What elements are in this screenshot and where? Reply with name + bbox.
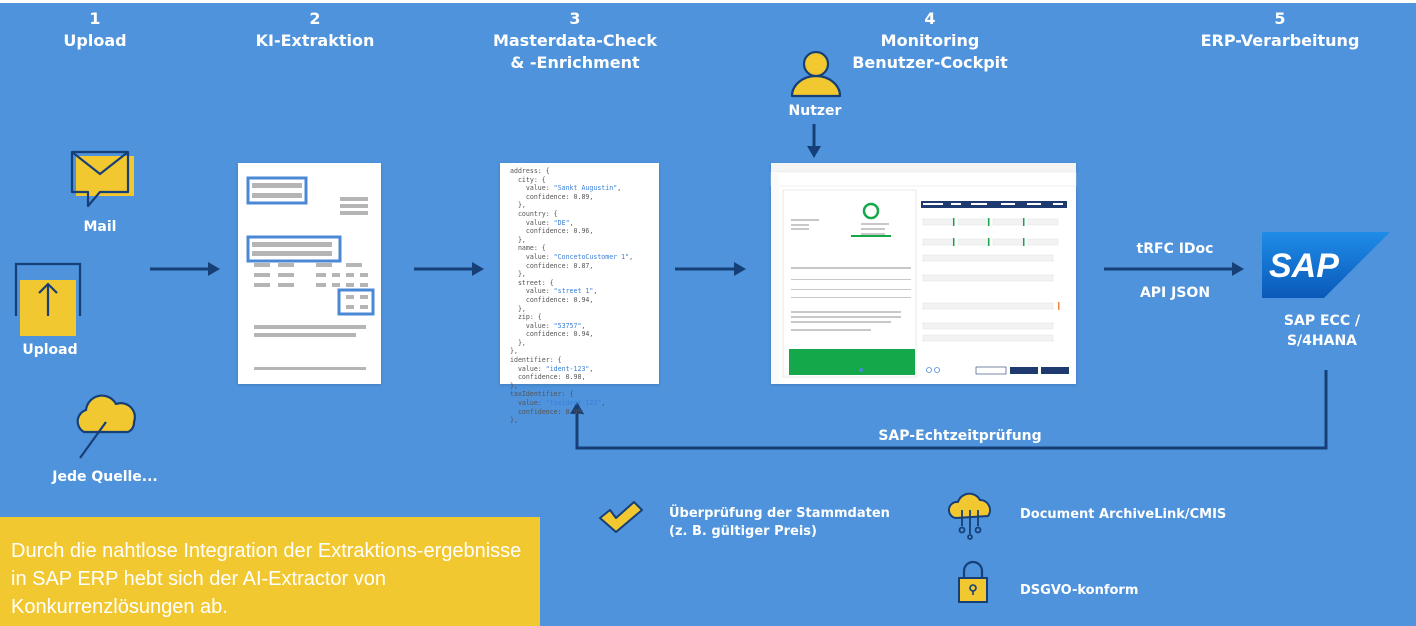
json-line: confidence: 0.98, [510,373,586,382]
json-line: }, [510,381,518,390]
json-line: zip: { [510,313,542,322]
step-number: 1 [89,9,101,28]
check-icon [599,501,643,533]
json-line: value: "ConcetoCustomer 1", [510,252,634,261]
sap-label-1: SAP ECC / [1283,313,1361,329]
json-card: address: { city: { value: "Sankt Augusti… [500,163,659,424]
step-number: 3 [569,9,581,28]
step-number: 5 [1274,9,1286,28]
cloud-circuit-icon [947,492,991,540]
json-line: taxIdentifier: { [510,390,574,399]
step-1-heading: 1 Upload [40,8,150,52]
upload-icon [14,262,82,336]
callout-box: Durch die nahtlose Integration der Extra… [0,517,540,626]
sap-logo-text: SAP [1269,247,1339,285]
sap-logo: SAP [1262,232,1390,298]
json-line: }, [510,338,526,347]
feedback-loop-label: SAP-Echtzeitprüfung [878,428,1042,444]
source-label-upload: Upload [22,342,78,358]
extracted-document [238,163,381,384]
json-line: address: { [510,167,550,175]
json-line: value: "taxident-123", [510,399,606,408]
step-title: Monitoring [880,31,980,50]
json-line: confidence: 0.94, [510,295,594,304]
feature-masterdata-line1: Überprüfung der Stammdaten [669,506,890,521]
feature-masterdata: Überprüfung der Stammdaten (z. B. gültig… [669,505,949,541]
source-label-mail: Mail [83,219,117,235]
feature-gdpr: DSGVO-konform [1020,583,1139,598]
json-line: city: { [510,175,546,184]
json-line: value: "Sankt Augustin", [510,184,622,193]
json-line: }, [510,304,526,313]
cockpit-graphic [770,163,1077,384]
highlight-amounts [337,288,375,316]
step-title: Masterdata-Check [492,31,658,50]
feature-archivelink: Document ArchiveLink/CMIS [1020,507,1227,522]
sap-label-2: S/4HANA [1286,333,1358,349]
highlight-recipient [246,235,342,263]
json-line: name: { [510,244,546,253]
step-title-line2: & -Enrichment [510,53,640,72]
json-line: value: "53757", [510,321,586,330]
json-line: }, [510,201,526,210]
json-line: }, [510,416,518,425]
step-3-heading: 3 Masterdata-Check & -Enrichment [470,8,680,74]
json-line: }, [510,270,526,279]
json-line: value: "DE", [510,218,574,227]
json-line: confidence: 0.95, [510,407,586,416]
interface-json: API JSON [1139,285,1211,301]
step-title: ERP-Verarbeitung [1200,31,1360,50]
highlight-sender [246,176,308,205]
top-border [0,0,1416,3]
step-title: KI-Extraktion [255,31,375,50]
json-line: confidence: 0.96, [510,227,594,236]
document-graphic [246,176,375,370]
step-title: Upload [63,31,127,50]
cloud-icon [76,394,136,459]
step-title-line2: Benutzer-Cockpit [852,53,1008,72]
document-footer [789,349,915,375]
step-number: 4 [924,9,936,28]
json-line: country: { [510,209,558,218]
json-line: value: "street 1", [510,287,598,296]
json-snippet: address: { city: { value: "Sankt Augusti… [510,167,633,425]
feedback-loop-line [575,370,1328,450]
user-icon [790,50,842,98]
user-label: Nutzer [788,103,842,119]
mail-icon [70,150,134,208]
json-line: }, [510,347,518,356]
source-label-any: Jede Quelle... [52,469,158,485]
interface-idoc: tRFC IDoc [1136,241,1214,257]
json-line: confidence: 0.89, [510,192,594,201]
json-line: street: { [510,278,554,287]
lock-icon [958,560,988,603]
callout-text: Durch die nahtlose Integration der Extra… [11,540,522,618]
json-line: value: "ident-123", [510,364,594,373]
step-number: 2 [309,9,321,28]
json-line: confidence: 0.87, [510,261,594,270]
feature-masterdata-line2: (z. B. gültiger Preis) [669,524,817,539]
step-2-heading: 2 KI-Extraktion [230,8,400,52]
step-5-heading: 5 ERP-Verarbeitung [1180,8,1380,52]
json-line: }, [510,235,526,244]
json-line: identifier: { [510,356,562,365]
json-line: confidence: 0.94, [510,330,594,339]
step-4-heading: 4 Monitoring Benutzer-Cockpit [820,8,1040,74]
cockpit-screenshot [770,163,1077,384]
